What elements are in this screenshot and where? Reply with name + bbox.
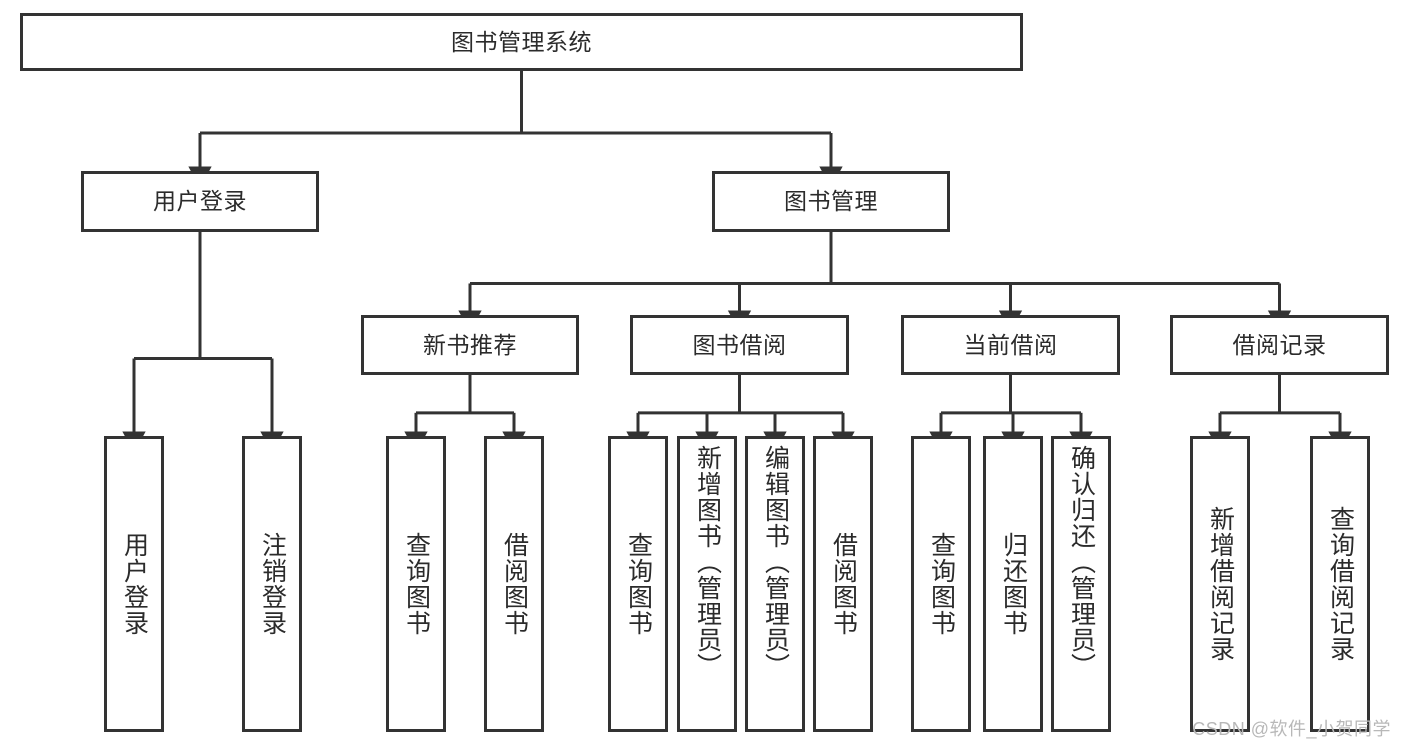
- node-label: 用户登录: [120, 532, 149, 636]
- node-label: 用户登录: [153, 188, 247, 215]
- node-new-book-rec[interactable]: 新书推荐: [361, 315, 579, 375]
- node-leaf-edit-book[interactable]: 编辑图书（管理员）: [745, 436, 805, 732]
- node-user-login[interactable]: 用户登录: [81, 171, 319, 232]
- node-label: 借阅记录: [1232, 331, 1327, 358]
- node-current-borrow[interactable]: 当前借阅: [901, 315, 1120, 375]
- node-label: 新书推荐: [423, 331, 517, 358]
- watermark-text: CSDN @软件_小贺同学: [1192, 719, 1391, 739]
- node-leaf-return-book[interactable]: 归还图书: [983, 436, 1043, 732]
- node-leaf-query-record[interactable]: 查询借阅记录: [1310, 436, 1370, 732]
- node-label: 新增图书（管理员）: [693, 445, 722, 679]
- node-label: 编辑图书（管理员）: [761, 445, 790, 679]
- edge-group: [122, 71, 1352, 453]
- node-book-manage[interactable]: 图书管理: [712, 171, 950, 232]
- node-label: 图书借阅: [692, 331, 787, 358]
- node-book-borrow[interactable]: 图书借阅: [630, 315, 849, 375]
- node-borrow-record[interactable]: 借阅记录: [1170, 315, 1389, 375]
- node-label: 借阅图书: [829, 532, 858, 636]
- node-leaf-add-record[interactable]: 新增借阅记录: [1190, 436, 1250, 732]
- node-label: 查询图书: [927, 532, 956, 636]
- node-leaf-borrow-book-2[interactable]: 借阅图书: [813, 436, 873, 732]
- node-label: 当前借阅: [963, 331, 1058, 358]
- node-label: 查询图书: [402, 532, 431, 636]
- node-leaf-user-login[interactable]: 用户登录: [104, 436, 164, 732]
- node-label: 查询图书: [624, 532, 653, 636]
- node-leaf-add-book[interactable]: 新增图书（管理员）: [677, 436, 737, 732]
- node-leaf-query-book-3[interactable]: 查询图书: [911, 436, 971, 732]
- node-label: 查询借阅记录: [1326, 506, 1355, 662]
- node-root[interactable]: 图书管理系统: [20, 13, 1023, 71]
- node-label: 图书管理: [784, 188, 878, 215]
- node-label: 注销登录: [258, 532, 287, 636]
- node-leaf-query-book-1[interactable]: 查询图书: [386, 436, 446, 732]
- node-leaf-query-book-2[interactable]: 查询图书: [608, 436, 668, 732]
- node-label: 新增借阅记录: [1206, 506, 1235, 662]
- node-leaf-user-logout[interactable]: 注销登录: [242, 436, 302, 732]
- node-label: 借阅图书: [500, 532, 529, 636]
- node-label: 确认归还（管理员）: [1067, 445, 1096, 679]
- node-leaf-borrow-book-1[interactable]: 借阅图书: [484, 436, 544, 732]
- node-label: 图书管理系统: [451, 28, 592, 55]
- node-label: 归还图书: [999, 532, 1028, 636]
- node-leaf-confirm-return[interactable]: 确认归还（管理员）: [1051, 436, 1111, 732]
